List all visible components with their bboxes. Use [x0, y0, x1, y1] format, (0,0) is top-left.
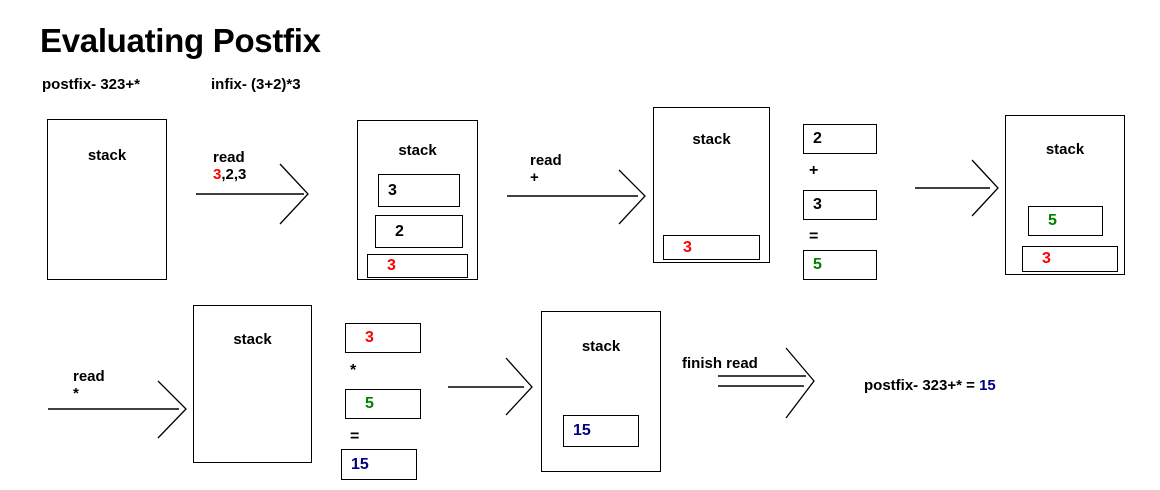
calc-multiplication-operand2: 5 — [345, 389, 421, 419]
stack-2-cell-1: 2 — [375, 215, 463, 248]
arrow-finish-read — [718, 347, 815, 419]
stack-2-title: stack — [398, 142, 437, 159]
stack-6: stack — [541, 311, 661, 472]
final-result: postfix- 323+* = 15 — [864, 377, 996, 394]
arrow-label-read-star-line1: read — [73, 368, 105, 385]
arrow-label-read-star-line2: * — [73, 385, 79, 402]
arrow-read-323 — [196, 163, 309, 225]
calc-multiplication-operand1: 3 — [345, 323, 421, 353]
arrow-label-read-323: read 3,2,3 — [213, 149, 246, 183]
calc-addition-operand1: 2 — [803, 124, 877, 154]
arrow-read-star — [48, 380, 187, 439]
read-323-red-digit: 3 — [213, 166, 222, 183]
stack-6-cell-0: 15 — [563, 415, 639, 447]
calc-multiplication-equals: = — [350, 428, 360, 445]
arrow-label-read-plus-line1: read — [530, 152, 562, 169]
stack-4-cell-1: 3 — [1022, 246, 1118, 272]
stack-4-cell-0: 5 — [1028, 206, 1103, 236]
calc-addition-equals: = — [809, 228, 819, 245]
arrow-push-sum — [915, 159, 999, 217]
arrow-label-read-323-line2: 3,2,3 — [213, 166, 246, 183]
calc-addition-operand2: 3 — [803, 190, 877, 220]
calc-addition-result: 5 — [803, 250, 877, 280]
read-323-rest: ,2,3 — [221, 166, 247, 183]
stack-2-cell-0: 3 — [378, 174, 460, 207]
arrow-label-read-plus: read + — [530, 152, 562, 186]
stack-5-title: stack — [233, 331, 272, 348]
stack-5: stack — [193, 305, 312, 463]
stack-3-title: stack — [692, 131, 731, 148]
final-result-value: 15 — [979, 377, 996, 394]
subtitle-infix: infix- (3+2)*3 — [211, 76, 301, 93]
stack-2-cell-2: 3 — [367, 254, 468, 278]
calc-addition-operator: + — [809, 162, 819, 179]
subtitle-postfix: postfix- 323+* — [42, 76, 140, 93]
arrow-push-product — [448, 357, 533, 416]
arrow-read-plus — [507, 169, 646, 225]
arrow-label-finish-read: finish read — [682, 355, 758, 372]
arrow-label-read-323-line1: read — [213, 149, 245, 166]
calc-multiplication-operator: * — [350, 362, 357, 379]
stack-3-cell-0: 3 — [663, 235, 760, 260]
page-title: Evaluating Postfix — [40, 22, 321, 59]
stack-1: stack — [47, 119, 167, 280]
calc-multiplication-result: 15 — [341, 449, 417, 480]
stack-6-title: stack — [581, 338, 621, 355]
arrow-label-read-star: read * — [73, 368, 105, 402]
stack-1-title: stack — [87, 147, 127, 164]
arrow-label-read-plus-line2: + — [530, 169, 539, 186]
final-result-expression: postfix- 323+* = — [864, 377, 980, 394]
stack-4-title: stack — [1045, 141, 1085, 158]
